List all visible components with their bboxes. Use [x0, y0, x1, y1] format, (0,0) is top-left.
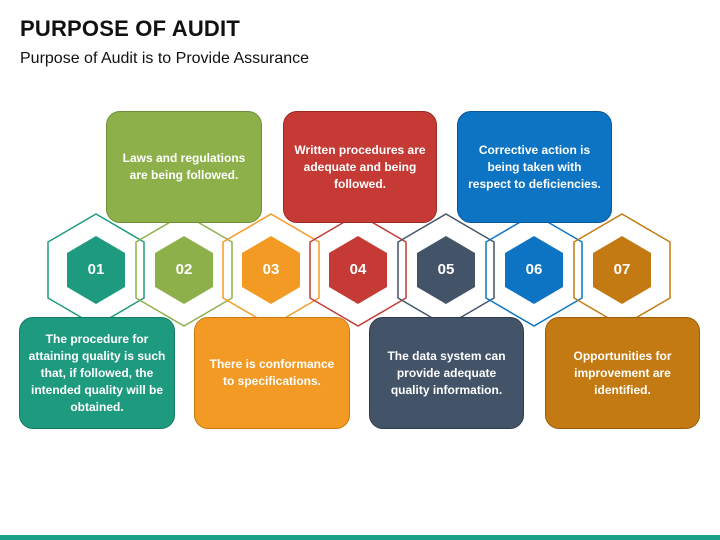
- step-box-02: Laws and regulations are being followed.: [106, 111, 262, 223]
- hex-outline-06: [485, 213, 583, 327]
- hex-04: [329, 236, 387, 304]
- step-box-03: There is conformance to specifications.: [194, 317, 350, 429]
- step-number-02: 02: [175, 261, 193, 278]
- step-box-07: Opportunities for improvement are identi…: [545, 317, 700, 429]
- step-box-06: Corrective action is being taken with re…: [457, 111, 612, 223]
- footer-accent-bar: [0, 535, 720, 540]
- step-number-06: 06: [525, 261, 543, 278]
- hex-outline-04: [309, 213, 407, 327]
- step-number-05: 05: [437, 261, 455, 278]
- hex-01: [67, 236, 125, 304]
- hex-06: [505, 236, 563, 304]
- hex-05: [417, 236, 475, 304]
- step-number-07: 07: [613, 261, 631, 278]
- step-number-04: 04: [349, 261, 367, 278]
- page-title: PURPOSE OF AUDIT: [20, 16, 240, 41]
- step-box-05: The data system can provide adequate qua…: [369, 317, 524, 429]
- hex-02: [155, 236, 213, 304]
- page-subtitle: Purpose of Audit is to Provide Assurance: [20, 50, 310, 67]
- step-number-01: 01: [87, 261, 105, 278]
- hex-outline-02: [135, 213, 233, 327]
- hex-07: [593, 236, 651, 304]
- step-number-03: 03: [262, 261, 280, 278]
- hex-03: [242, 236, 300, 304]
- step-box-01: The procedure for attaining quality is s…: [19, 317, 175, 429]
- step-box-04: Written procedures are adequate and bein…: [283, 111, 437, 223]
